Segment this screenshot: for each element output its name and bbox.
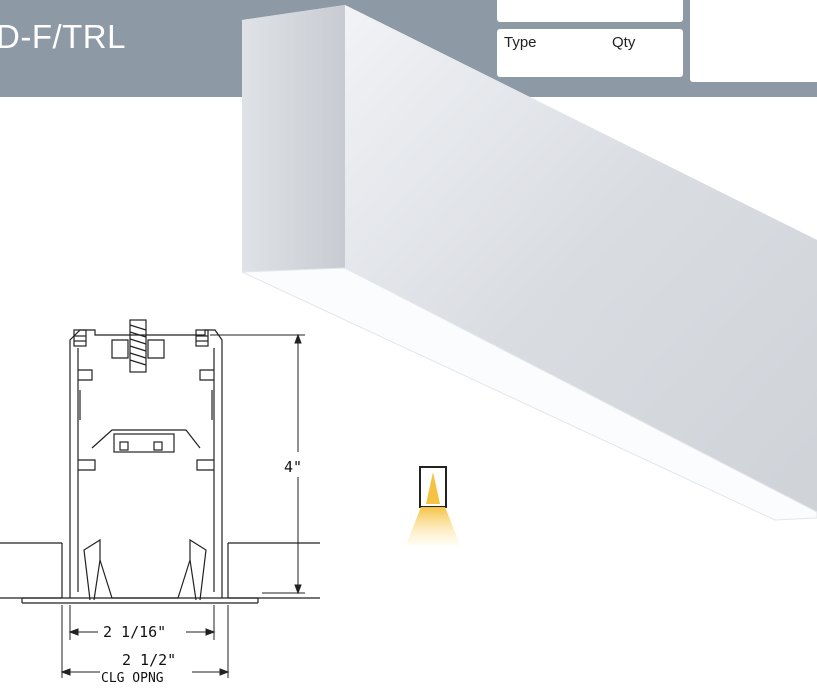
fixture-lens	[241, 267, 817, 521]
fixture-render	[241, 5, 817, 521]
outer-width-dimension-label: 2 1/2"	[122, 651, 176, 669]
type-label: Type	[504, 34, 537, 51]
fixture-side-face	[345, 5, 817, 512]
type-qty-field-box[interactable]	[497, 29, 683, 77]
qty-label: Qty	[612, 34, 636, 51]
height-dimension-label: 4"	[284, 458, 302, 476]
notes-field-box[interactable]	[690, 0, 817, 82]
dimension-lines	[60, 333, 305, 678]
project-field-box[interactable]	[497, 0, 683, 22]
inner-width-dimension-label: 2 1/16"	[103, 623, 166, 641]
fixture-front-face	[242, 5, 345, 272]
cross-section-drawing	[0, 319, 320, 604]
product-title: D-F/TRL	[0, 18, 126, 55]
ceiling-opening-label: CLG OPNG	[101, 671, 164, 686]
light-distribution-icon	[406, 466, 460, 545]
